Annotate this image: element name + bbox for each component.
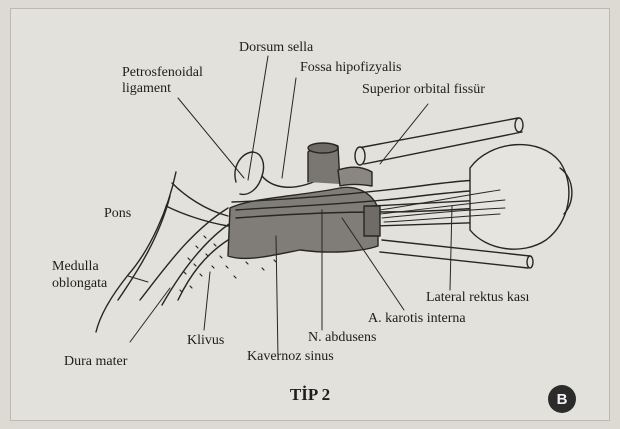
label-klivus: Klivus bbox=[187, 333, 224, 349]
panel-letter-badge: B bbox=[548, 385, 576, 413]
label-petrosfenoidal-ligament-line1: Petrosfenoidal bbox=[122, 65, 203, 81]
brainstem-outline bbox=[96, 172, 176, 332]
label-medulla-oblongata-line1: Medulla bbox=[52, 259, 99, 275]
label-petrosfenoidal-ligament-line2: ligament bbox=[122, 81, 171, 97]
label-lateral-rektus-kasi: Lateral rektus kası bbox=[426, 290, 529, 306]
label-dura-mater: Dura mater bbox=[64, 354, 127, 370]
label-fossa-hipofizyalis: Fossa hipofizyalis bbox=[300, 60, 402, 76]
label-medulla-oblongata-line2: oblongata bbox=[52, 276, 107, 292]
label-dorsum-sella: Dorsum sella bbox=[239, 40, 313, 56]
superior-orbital-fissure bbox=[338, 167, 372, 186]
label-a-karotis-interna: A. karotis interna bbox=[368, 311, 466, 327]
eye-globe bbox=[470, 145, 569, 250]
label-kavernoz-sinus: Kavernoz sinus bbox=[247, 349, 334, 365]
label-superior-orbital-fissur: Superior orbital fissür bbox=[362, 82, 485, 98]
label-n-abdusens: N. abdusens bbox=[308, 330, 376, 346]
label-pons: Pons bbox=[104, 206, 131, 222]
dura-mater-line bbox=[140, 208, 228, 300]
figure-title: TİP 2 bbox=[0, 385, 620, 405]
